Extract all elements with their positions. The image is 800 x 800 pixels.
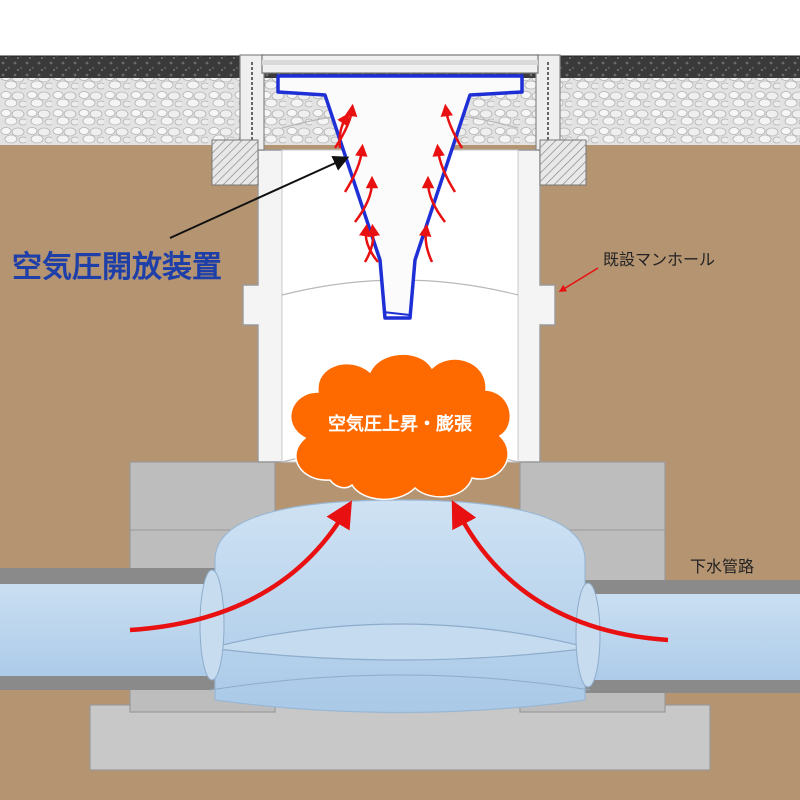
flow-arrow-left [129,500,352,633]
device-label: 空気圧開放装置 [12,250,222,285]
base-slab [89,704,711,771]
sewer-label: 下水管路 [690,557,754,576]
manhole-label: 既設マンホール [603,250,715,269]
pressure-cloud [289,353,511,501]
sewer-pipe-left [0,568,215,688]
bedding-right [539,139,587,186]
pressure-label: 空気圧上昇・膨張 [328,413,473,435]
bedding-left [211,139,259,186]
air-escape-arrows [333,103,464,263]
device-leader-line [169,156,350,239]
flow-arrow-right [451,500,669,643]
sewer-pipe-right [585,580,800,692]
chamber-water [214,499,586,714]
manhole-leader-line [558,267,599,292]
